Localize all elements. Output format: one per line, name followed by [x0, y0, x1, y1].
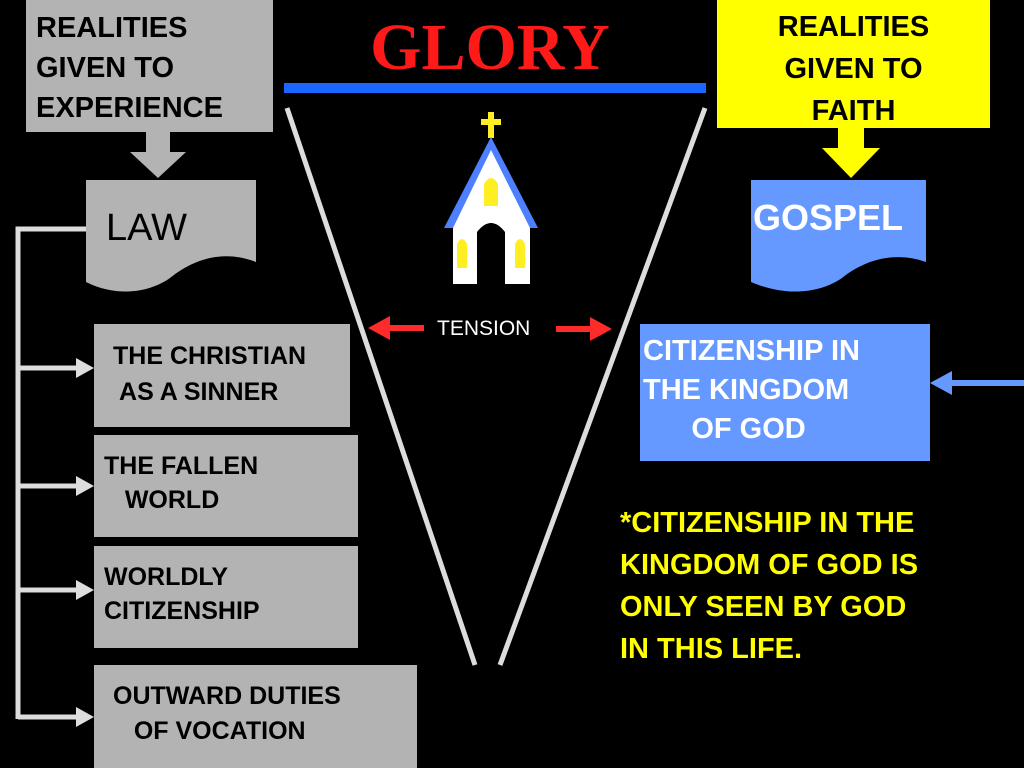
kingdom-pointer-arrow	[930, 371, 1024, 395]
kingdom-note: *CITIZENSHIP IN THE KINGDOM OF GOD IS ON…	[620, 507, 919, 665]
law-item-christian-sinner: THE CHRISTIAN AS A SINNER	[94, 324, 350, 427]
bracket-arrowheads	[76, 358, 94, 727]
law-bracket	[15, 226, 86, 720]
law-item-worldly-citizenship: WORLDLY CITIZENSHIP	[94, 546, 358, 648]
tension-label: TENSION	[437, 317, 531, 340]
experience-box: REALITIES GIVEN TO EXPERIENCE	[26, 0, 273, 132]
law-document-shape	[86, 180, 256, 292]
cross-icon	[481, 112, 501, 138]
glory-title: GLORY	[370, 11, 610, 84]
tension-arrow-right	[556, 317, 612, 341]
law-item-outward-duties: OUTWARD DUTIES OF VOCATION	[94, 665, 417, 768]
v-left-line	[284, 107, 478, 666]
down-arrow-faith	[822, 128, 880, 178]
church-icon	[444, 112, 538, 284]
law-item-text: THE CHRISTIAN AS A SINNER	[113, 342, 307, 406]
kingdom-citizenship-text: CITIZENSHIP IN THE KINGDOM OF GOD	[643, 335, 860, 445]
faith-box-text: REALITIES GIVEN TO FAITH	[777, 11, 930, 127]
v-right-line	[497, 107, 708, 666]
kingdom-citizenship-box: CITIZENSHIP IN THE KINGDOM OF GOD	[640, 324, 930, 461]
gospel-document-shape	[751, 180, 926, 292]
tension-arrow-left	[368, 316, 424, 340]
law-item-text: WORLDLY CITIZENSHIP	[104, 563, 260, 625]
gospel-label: GOSPEL	[753, 197, 904, 238]
law-label: LAW	[106, 207, 187, 249]
down-arrow-experience	[130, 132, 186, 178]
law-item-fallen-world: THE FALLEN WORLD	[94, 435, 358, 537]
law-item-text: THE FALLEN WORLD	[104, 452, 259, 514]
faith-box: REALITIES GIVEN TO FAITH	[717, 0, 990, 128]
glory-bar	[284, 83, 706, 93]
law-item-text: OUTWARD DUTIES OF VOCATION	[113, 682, 341, 745]
experience-box-text: REALITIES GIVEN TO EXPERIENCE	[36, 12, 223, 124]
